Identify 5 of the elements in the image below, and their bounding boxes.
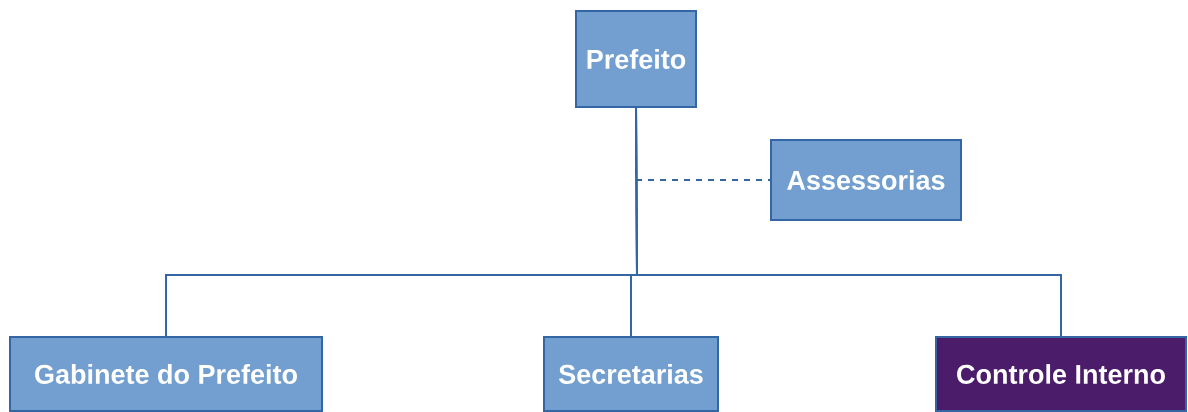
org-box: Prefeito: [575, 10, 697, 108]
org-box: Secretarias: [543, 336, 719, 412]
org-box: Controle Interno: [935, 336, 1187, 412]
org-box: Gabinete do Prefeito: [9, 336, 323, 412]
org-box: Assessorias: [770, 139, 962, 221]
